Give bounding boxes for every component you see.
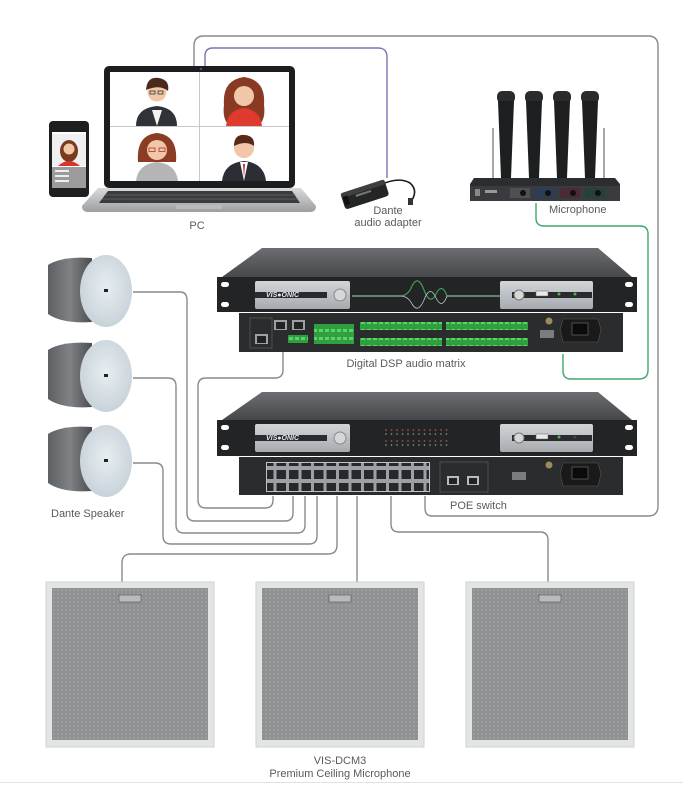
bottom-divider — [0, 782, 683, 783]
participant-avatar — [136, 133, 178, 181]
cable-speaker-1 — [133, 291, 294, 522]
port-led — [385, 440, 387, 442]
port-led — [434, 440, 437, 442]
port-led — [412, 440, 415, 442]
dante-speaker-label: Dante Speaker — [51, 508, 125, 520]
port-led — [412, 444, 415, 446]
port-led — [396, 440, 398, 442]
port-led — [390, 433, 393, 435]
handheld-microphone — [581, 91, 599, 178]
port-led — [401, 440, 404, 442]
port-led — [401, 433, 404, 435]
poe-switch-label: POE switch — [450, 500, 507, 512]
port-led — [434, 433, 437, 435]
port-led — [401, 429, 404, 431]
port-led — [385, 444, 387, 446]
port-led — [407, 444, 409, 446]
port-led — [440, 433, 442, 435]
port-led — [418, 444, 420, 446]
pc-label: PC — [189, 220, 204, 232]
port-led — [390, 444, 393, 446]
port-led — [412, 429, 415, 431]
port-led — [429, 440, 431, 442]
ceiling-microphone-panel-icon — [465, 581, 635, 748]
participant-avatar — [223, 77, 265, 126]
ceiling-mic-description-label: Premium Ceiling Microphone — [269, 768, 410, 780]
port-led — [390, 440, 393, 442]
cables — [121, 35, 659, 582]
ceiling-speaker-icon — [48, 425, 132, 497]
dante-usb-adapter-icon — [340, 179, 416, 209]
participant-avatar — [222, 134, 266, 181]
port-led — [440, 440, 442, 442]
rack-poe-switch-icon: VIS●ONIC — [217, 392, 637, 495]
port-led — [418, 429, 420, 431]
dante-adapter-label-line1: Dante — [373, 205, 402, 217]
port-led — [434, 444, 437, 446]
port-led — [423, 433, 426, 435]
port-led — [390, 429, 393, 431]
cable-pc-to-dante-adapter — [204, 47, 388, 178]
port-led — [423, 444, 426, 446]
handheld-microphone — [553, 91, 571, 178]
port-led — [407, 433, 409, 435]
port-led — [440, 429, 442, 431]
port-led — [440, 444, 442, 446]
port-led — [445, 444, 448, 446]
port-led — [429, 444, 431, 446]
ceiling-speaker-icon — [48, 340, 132, 412]
port-status-leds — [385, 429, 448, 446]
port-led — [445, 433, 448, 435]
port-led — [412, 433, 415, 435]
participant-avatar — [136, 77, 177, 126]
ceiling-mic-model-label: VIS-DCM3 — [314, 755, 367, 767]
port-led — [418, 440, 420, 442]
ceiling-speaker-icon — [48, 255, 132, 327]
cable-speaker-3 — [133, 462, 318, 545]
cable-microphone-to-dsp — [535, 203, 649, 380]
dsp-matrix-label: Digital DSP audio matrix — [346, 358, 466, 370]
cable-ceiling-mic-3 — [390, 496, 549, 582]
dsp-brand-logo: VIS●ONIC — [266, 292, 300, 299]
port-led — [429, 429, 431, 431]
port-led — [423, 429, 426, 431]
smartphone-icon — [49, 121, 89, 197]
ceiling-microphone-panel-icon — [45, 581, 215, 748]
port-led — [445, 440, 448, 442]
port-led — [407, 440, 409, 442]
port-led — [418, 433, 420, 435]
port-led — [401, 444, 404, 446]
port-led — [385, 433, 387, 435]
port-led — [445, 429, 448, 431]
cable-speaker-2 — [133, 377, 306, 534]
microphone-label: Microphone — [549, 204, 606, 216]
port-led — [396, 444, 398, 446]
laptop-video-conference-icon — [82, 66, 316, 212]
port-led — [407, 429, 409, 431]
rack-dsp-matrix-icon: VIS●ONIC — [217, 248, 637, 352]
port-led — [423, 440, 426, 442]
port-led — [385, 429, 387, 431]
handheld-microphone — [525, 91, 543, 178]
cable-pc-to-poe-switch — [193, 35, 659, 517]
poe-brand-logo: VIS●ONIC — [266, 435, 300, 442]
port-led — [396, 429, 398, 431]
wireless-microphone-receiver-icon — [470, 91, 620, 201]
cable-dsp-to-poe-switch — [197, 350, 284, 509]
cable-ceiling-mic-1 — [121, 496, 338, 582]
ceiling-microphone-panel-icon — [255, 581, 425, 748]
port-led — [429, 433, 431, 435]
handheld-microphone — [497, 91, 515, 178]
port-led — [434, 429, 437, 431]
port-led — [396, 433, 398, 435]
dante-adapter-label-line2: audio adapter — [354, 217, 422, 229]
